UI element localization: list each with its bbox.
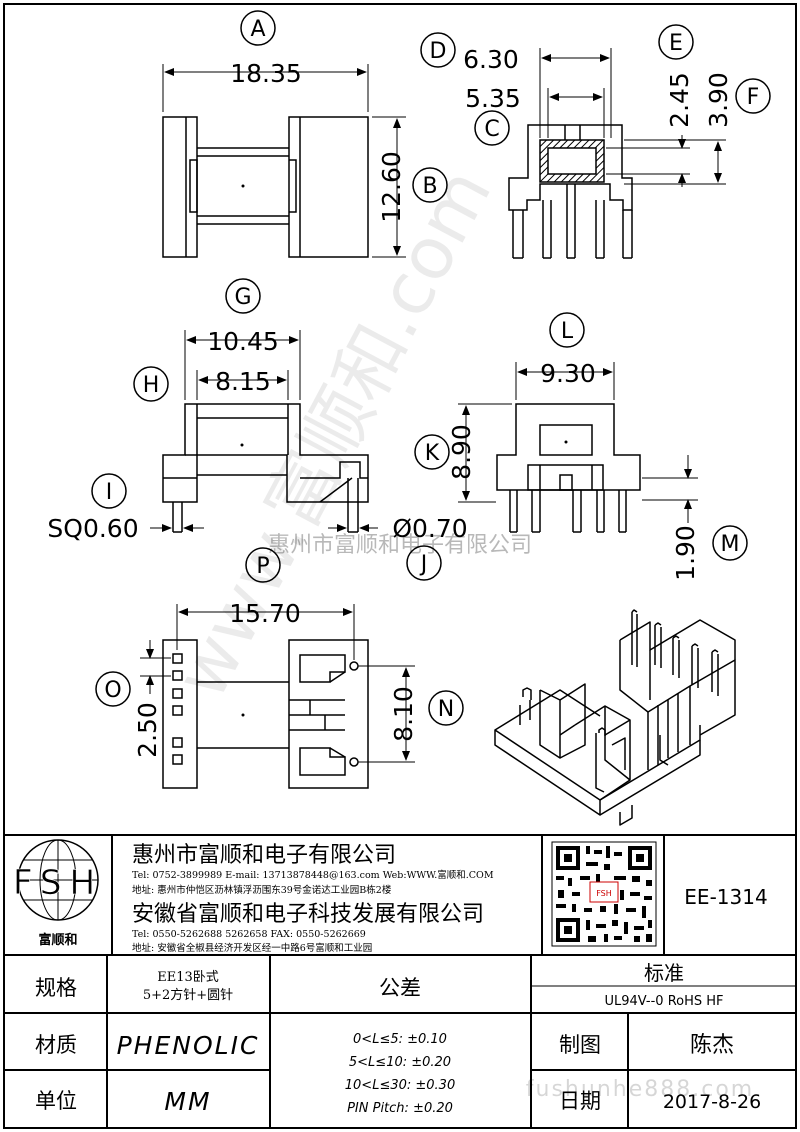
dim-value-n: 8.10 [389,686,418,742]
dim-label-o: O [104,678,121,703]
drawn-label: 制图 [559,1033,601,1057]
part-number: EE-1314 [684,885,767,909]
label-circle [414,434,450,470]
dim-value-k: 8.90 [447,424,476,480]
isometric-view [494,609,736,826]
dim-value-j: Ø0.70 [392,514,467,543]
footer-watermark: fushunhe888.com [526,1077,754,1102]
label-circle [420,32,456,68]
label-circle [91,473,127,509]
label-circle [225,278,261,314]
dim-value-d2: 5.35 [465,84,521,113]
dim-value-i: SQ0.60 [47,514,138,543]
dim-value-e: 2.45 [665,72,694,128]
dim-value-g: 10.45 [207,327,279,356]
material-value: PHENOLIC [117,1031,260,1060]
logo-name: 富顺和 [38,932,77,948]
label-circle [428,690,464,726]
dim-label-k: K [425,441,440,466]
dim-label-d: D [430,39,447,64]
center-dot [240,443,244,447]
company-contact-1: Tel: 0752-3899989 E-mail: 13713878448@16… [132,869,494,881]
label-circle [245,547,281,583]
title-block [4,834,796,1128]
label-circle [658,24,694,60]
dim-label-l: L [561,319,574,344]
dim-label-m: M [721,532,740,557]
dim-value-a: 18.35 [230,59,302,88]
fsh-logo: FSH 富顺和 [13,839,103,948]
dim-label-p: P [256,554,269,579]
dim-value-p: 15.70 [229,599,301,628]
tolerance-2: 5<L≤10: ±0.20 [349,1055,451,1070]
label-circle [712,525,748,561]
drawn-value: 陈杰 [690,1033,734,1058]
center-dot [241,184,245,188]
dim-label-b: B [422,174,437,199]
company-address-2: 地址: 安徽省全椒县经济开发区经一中路6号富顺和工业园 [132,942,372,954]
unit-value: MM [164,1087,211,1116]
spec-label: 规格 [35,976,77,1000]
label-circle [133,366,169,402]
dim-value-g2: 8.15 [215,367,271,396]
qr-logo-letters: FSH [596,889,612,898]
top-view [162,64,406,258]
label-circle [412,167,448,203]
dim-label-h: H [143,373,160,398]
label-circle [549,312,585,348]
logo-letters: FSH [13,863,103,903]
center-watermark: 惠州市富顺和电子有限公司 [268,533,532,558]
tolerance-1: 0<L≤5: ±0.10 [353,1032,447,1047]
qr-code-icon: FSH [551,841,657,947]
label-circle [474,110,510,146]
company-contact-2: Tel: 0550-5262688 5262658 FAX: 0550-5262… [132,929,366,940]
tolerance-3: 10<L≤30: ±0.30 [345,1078,455,1093]
standard-value: UL94V--0 RoHS HF [604,994,723,1009]
label-circle [406,545,442,581]
dim-value-f: 3.90 [704,72,733,128]
front-view [150,330,378,533]
spec-line-2: 5+2方针+圆针 [143,987,233,1003]
label-circle [735,78,771,114]
dim-value-o: 2.50 [133,702,162,758]
date-value: 2017-8-26 [663,1091,761,1113]
dim-value-l: 9.30 [540,359,596,388]
tolerance-4: PIN Pitch: ±0.20 [347,1101,453,1116]
bottom-view [140,604,415,789]
dim-label-n: N [438,697,454,722]
unit-label: 单位 [35,1089,77,1113]
company-name-2: 安徽省富顺和电子科技发展有限公司 [132,902,484,927]
dim-label-c: C [484,117,499,142]
dim-value-b: 12.60 [377,151,406,223]
dim-label-g: G [234,285,251,310]
sheet-border [3,3,797,1129]
label-circle [240,10,276,46]
date-label: 日期 [559,1089,601,1113]
dim-label-i: I [106,480,113,505]
dim-value-m: 1.90 [671,525,700,581]
side-view [508,48,726,259]
center-dot [241,713,245,717]
company-address-1: 地址: 惠州市仲恺区沥林镇浮沥围东39号金诺达工业园B栋2楼 [132,884,392,896]
company-name-1: 惠州市富顺和电子有限公司 [132,843,396,868]
dim-label-f: F [747,85,760,110]
dim-label-e: E [669,31,683,56]
end-view [458,362,698,533]
dim-label-a: A [250,17,265,42]
standard-label: 标准 [644,961,684,985]
dim-label-j: J [419,552,428,577]
dim-value-d: 6.30 [463,45,519,74]
label-circle [95,671,131,707]
spec-line-1: EE13卧式 [157,970,219,985]
center-dot [564,440,568,444]
tolerance-label: 公差 [379,976,421,1000]
material-label: 材质 [35,1033,77,1057]
